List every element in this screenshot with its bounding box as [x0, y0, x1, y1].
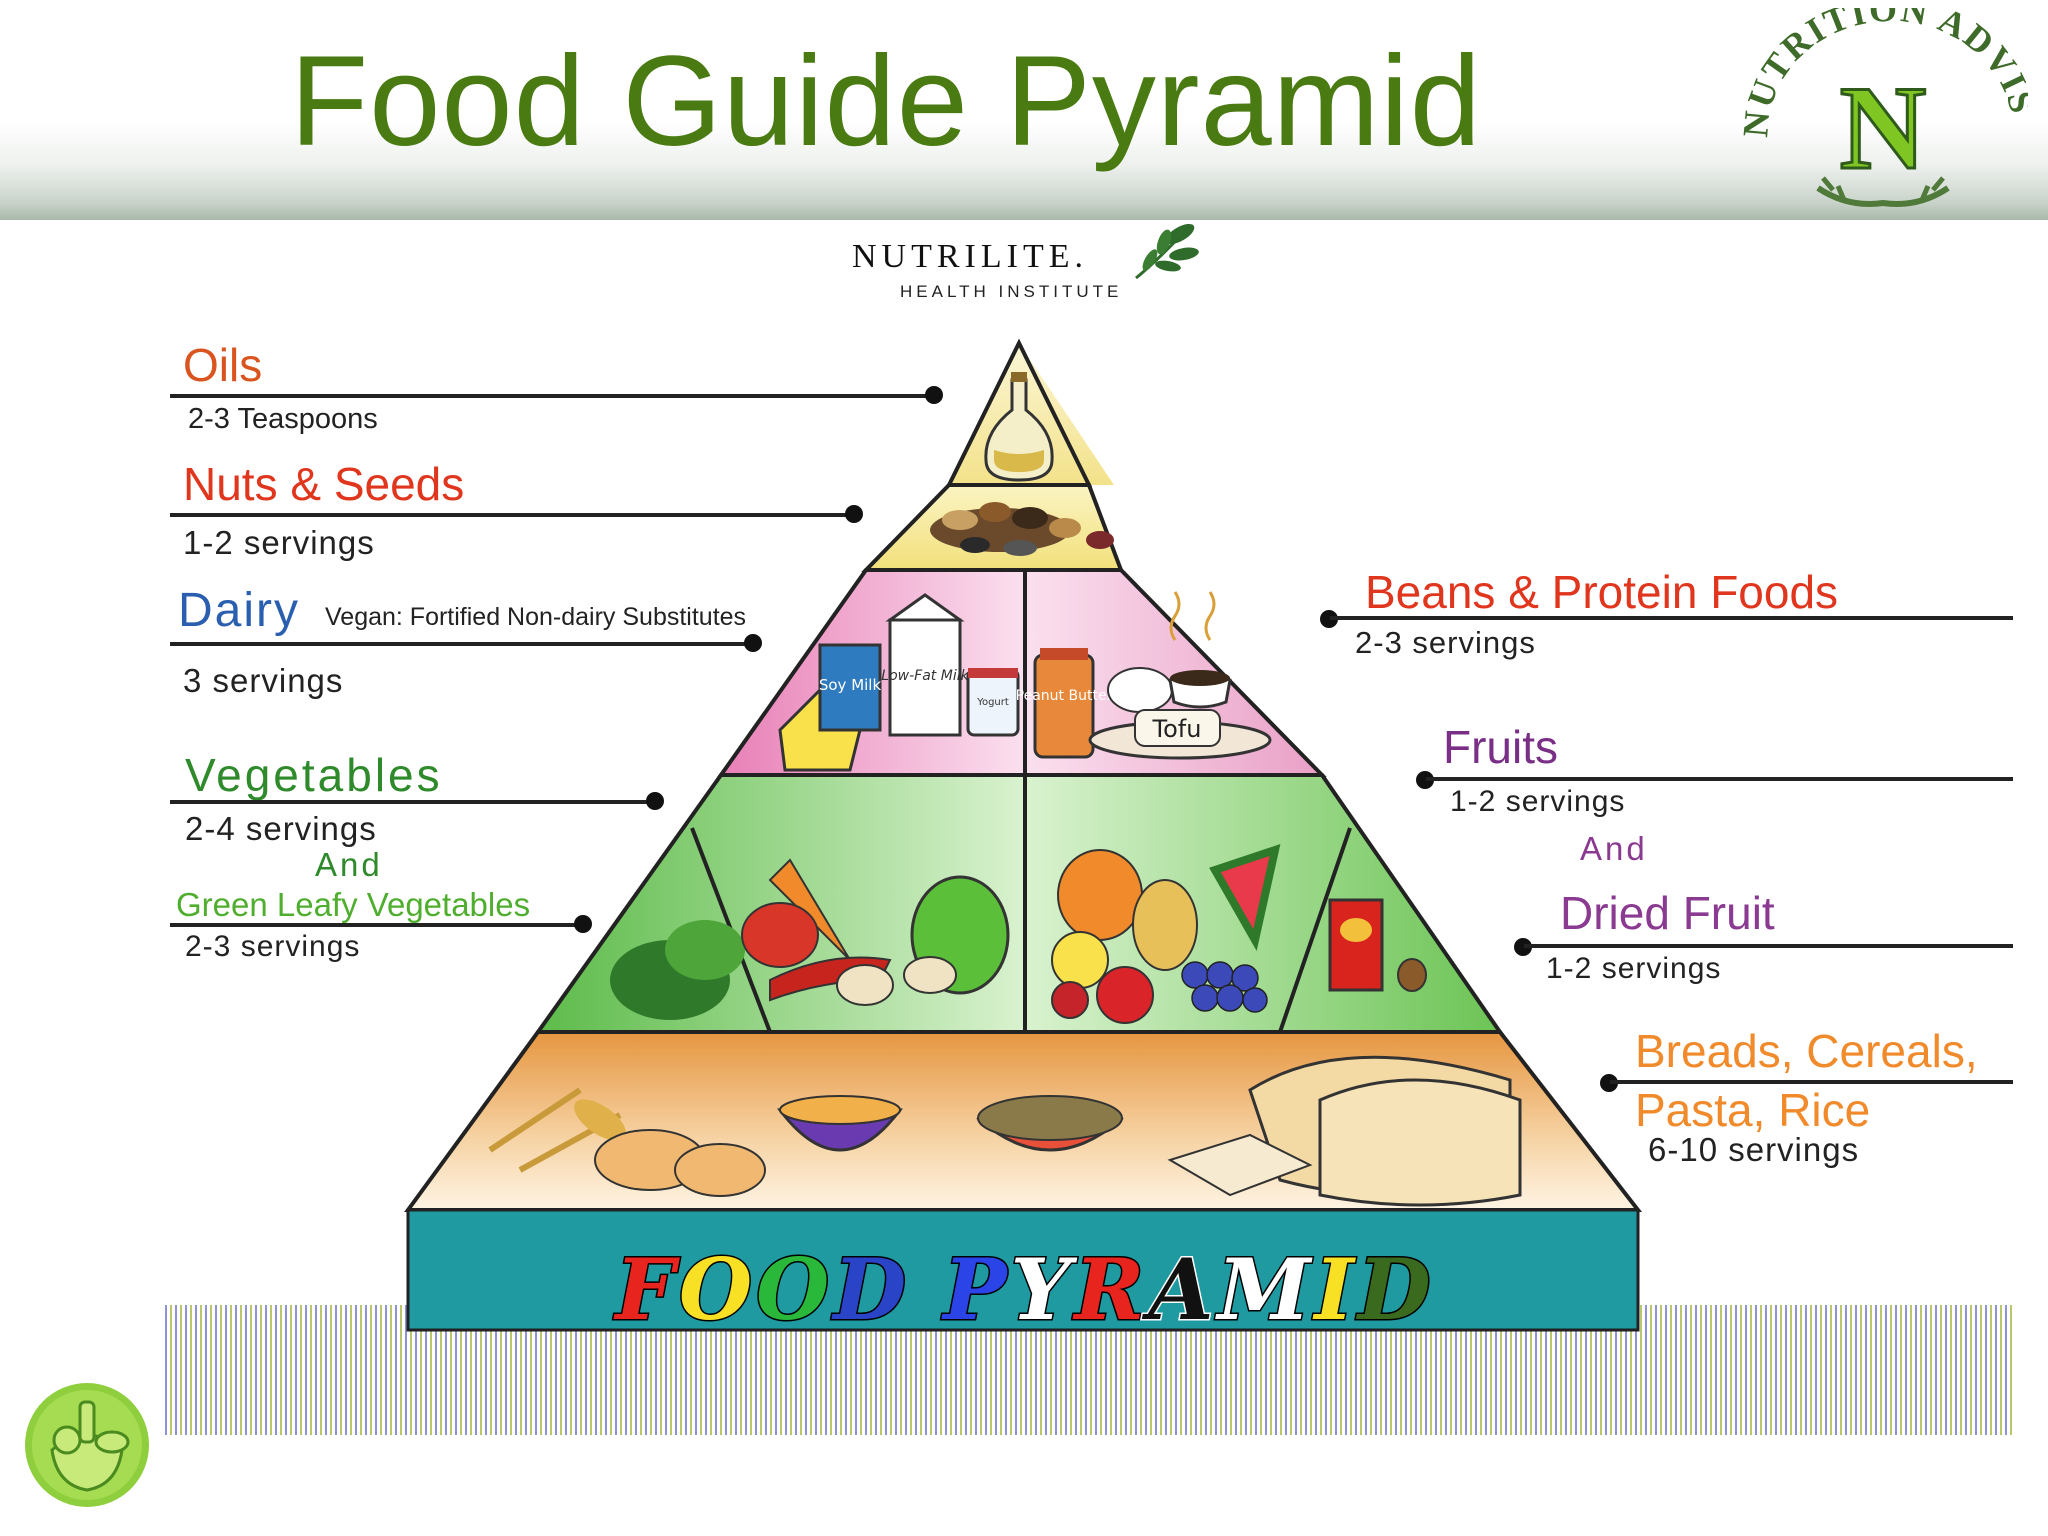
banner-letter: A — [1147, 1239, 1218, 1341]
banner-letter: O — [755, 1239, 834, 1341]
fruits-leader-dot — [1416, 771, 1434, 789]
banner-box — [406, 1208, 1640, 1332]
banner-letter: F — [614, 1239, 679, 1341]
dried-fruit-servings: 1-2 servings — [1546, 952, 1722, 985]
banner-letter: R — [1073, 1239, 1149, 1341]
vegetable-icons — [610, 858, 1010, 1020]
dried-fruit-leader-dot — [1514, 938, 1532, 956]
beans-label: Beans & Protein Foods — [1365, 566, 1839, 618]
soy-milk-label: Soy Milk — [819, 676, 882, 694]
food-pyramid-banner: FOOD PYRAMID — [410, 1239, 1640, 1341]
brand-subtitle: HEALTH INSTITUTE — [900, 282, 1123, 301]
header-band — [0, 0, 2048, 220]
oils-servings: 2-3 Teaspoons — [188, 403, 378, 435]
banner-letter: Y — [1009, 1239, 1075, 1341]
breads-leader-dot — [1600, 1074, 1618, 1092]
fruits-and: And — [1580, 830, 1648, 867]
peanut-butter-label: Peanut Butter — [1016, 688, 1113, 704]
banner-letter: D — [1356, 1239, 1435, 1341]
protein-icons: Peanut Butter Tofu — [1016, 591, 1272, 760]
vegetables-and: And — [315, 846, 383, 883]
low-fat-milk-label: Low-Fat Milk — [881, 668, 969, 684]
nuts-servings: 1-2 servings — [183, 524, 375, 561]
dairy-servings: 3 servings — [183, 662, 344, 699]
badge-letter: N — [1840, 61, 1927, 194]
dairy-leader-line — [170, 642, 760, 646]
nutrition-advisor-badge: NUTRITION ADVISOR N — [1728, 8, 2028, 207]
yogurt-label: Yogurt — [976, 697, 1009, 708]
fruits-leader-line — [1426, 777, 2013, 781]
breads-label-line2: Pasta, Rice — [1635, 1084, 1871, 1136]
food-basket-logo — [25, 1383, 149, 1507]
green-leafy-servings: 2-3 servings — [185, 930, 361, 963]
oils-leader-line — [170, 394, 940, 398]
fruits-label: Fruits — [1443, 721, 1558, 773]
beans-servings: 2-3 servings — [1355, 625, 1536, 660]
vegetables-label: Vegetables — [185, 749, 443, 801]
fruits-servings: 1-2 servings — [1450, 785, 1626, 818]
banner-letter: D — [832, 1239, 911, 1341]
banner-letter: I — [1313, 1239, 1358, 1341]
dairy-note: Vegan: Fortified Non-dairy Substitutes — [325, 603, 747, 631]
nuts-leader-dot — [845, 505, 863, 523]
nutrilite-logo: NUTRILITE. HEALTH INSTITUTE — [850, 220, 1200, 310]
bread-icons — [488, 1055, 1522, 1207]
vegetables-leader-line — [170, 800, 660, 804]
green-leafy-leader-line — [170, 923, 585, 927]
nuts-icon — [930, 502, 1114, 556]
oil-bottle-icon — [984, 372, 1054, 482]
tofu-label: Tofu — [1152, 715, 1202, 743]
beans-leader-dot — [1320, 610, 1338, 628]
banner-letter: P — [942, 1239, 1011, 1341]
dairy-label: Dairy — [178, 584, 301, 637]
dried-fruit-leader-line — [1524, 944, 2013, 948]
breads-servings: 6-10 servings — [1648, 1131, 1860, 1168]
dairy-leader-dot — [744, 634, 762, 652]
nuts-leader-line — [170, 513, 860, 517]
green-leafy-label: Green Leafy Vegetables — [176, 886, 531, 923]
dairy-icons: Soy Milk Low-Fat Milk Yogurt — [778, 593, 1020, 772]
leaf-icon — [1135, 223, 1199, 280]
nuts-label: Nuts & Seeds — [183, 458, 465, 510]
oils-leader-dot — [925, 386, 943, 404]
fruit-icons — [1051, 843, 1427, 1024]
banner-letter: O — [677, 1239, 757, 1341]
dried-fruit-label: Dried Fruit — [1560, 887, 1775, 939]
beans-leader-line — [1330, 616, 2013, 620]
banner-letter: M — [1216, 1239, 1315, 1341]
vegetables-servings: 2-4 servings — [185, 810, 377, 847]
banner-letter — [910, 1240, 943, 1339]
vegetables-leader-dot — [646, 792, 664, 810]
breads-leader-line — [1610, 1080, 2013, 1084]
brand-name: NUTRILITE. — [852, 238, 1089, 275]
oils-label: Oils — [183, 339, 263, 391]
green-leafy-leader-dot — [574, 915, 592, 933]
breads-label-line1: Breads, Cereals, — [1635, 1025, 1978, 1077]
page-title: Food Guide Pyramid — [290, 30, 1482, 173]
